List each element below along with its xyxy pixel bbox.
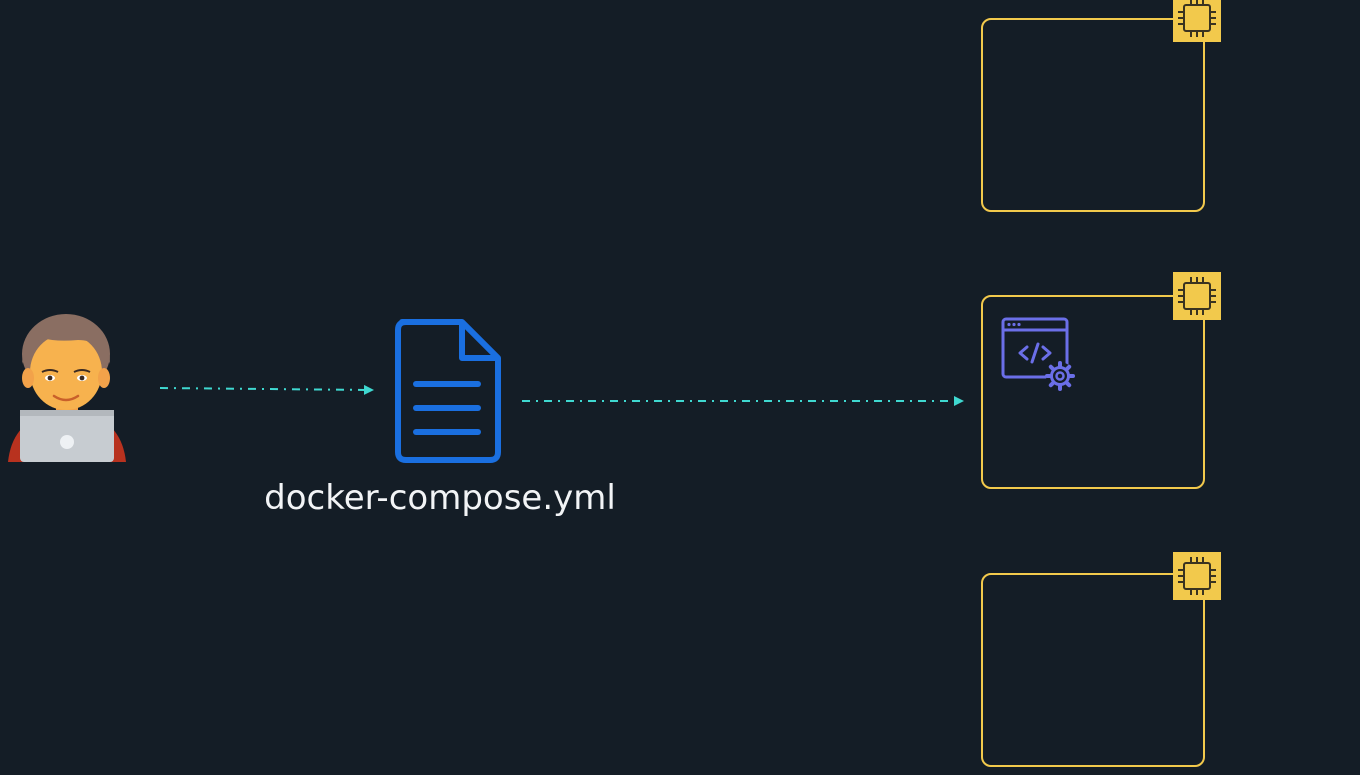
code-window-gear-icon — [1001, 317, 1075, 391]
processor-chip-icon — [1173, 0, 1221, 42]
server-node-2 — [981, 295, 1205, 489]
developer-with-laptop-icon — [8, 314, 126, 462]
document-file-icon — [395, 319, 501, 463]
processor-chip-icon — [1173, 552, 1221, 600]
arrow-developer-to-file — [159, 384, 374, 395]
processor-chip-icon — [1173, 272, 1221, 320]
server-node-1 — [981, 18, 1205, 212]
server-node-3 — [981, 573, 1205, 767]
file-label: docker-compose.yml — [264, 478, 616, 518]
